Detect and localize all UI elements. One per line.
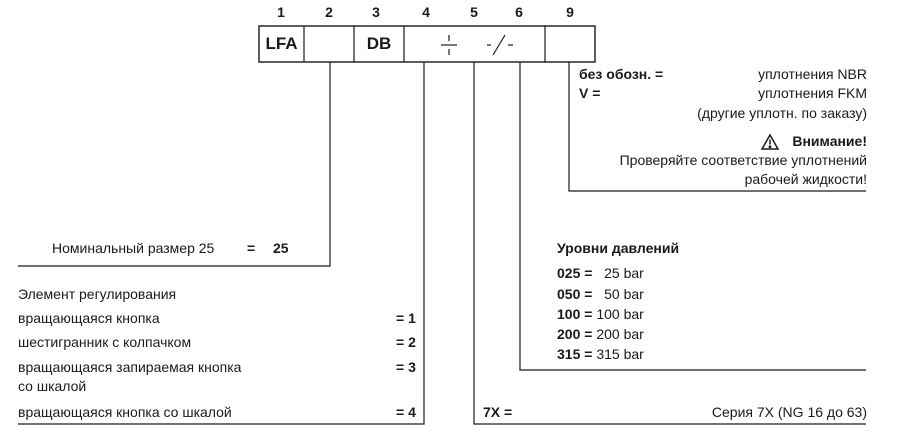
nominal-size-eq: = bbox=[247, 240, 256, 256]
pressure-item: 050 = 50 bar bbox=[557, 286, 644, 302]
seal-none-code: без обозн. = bbox=[579, 66, 664, 82]
pressure-item: 200 = 200 bar bbox=[557, 326, 644, 342]
code-cell-db: DB bbox=[366, 34, 392, 53]
pressure-item: 025 = 25 bar bbox=[557, 265, 644, 281]
seal-v-value: уплотнения FKM bbox=[758, 85, 867, 101]
slash-symbol bbox=[487, 34, 513, 56]
adjustment-code-3: = 3 bbox=[396, 359, 416, 375]
position-number-5: 5 bbox=[470, 4, 478, 20]
position-number-1: 1 bbox=[277, 4, 285, 20]
pressure-item: 100 = 100 bar bbox=[557, 306, 644, 322]
position-number-4: 4 bbox=[422, 4, 430, 20]
pressure-code: 100 bbox=[557, 306, 581, 322]
pressure-title: Уровни давлений bbox=[557, 240, 680, 256]
series-code: 7X = bbox=[483, 404, 513, 420]
adjustment-code-1: = 1 bbox=[396, 310, 416, 326]
leader-pos5 bbox=[473, 62, 866, 425]
leader-pos2 bbox=[18, 62, 331, 267]
adjustment-label-3: вращающаяся запираемая кнопка bbox=[18, 359, 242, 375]
pressure-item: 315 = 315 bar bbox=[557, 346, 644, 362]
code-box bbox=[258, 25, 596, 63]
pressure-value: 200 bar bbox=[596, 326, 644, 342]
leader-pos4 bbox=[18, 62, 425, 425]
leader-pos6 bbox=[519, 62, 866, 371]
position-number-2: 2 bbox=[325, 4, 333, 20]
adjustment-title: Элемент регулирования bbox=[18, 286, 177, 302]
warning-line-1: Проверяйте соответствие уплотнений bbox=[619, 152, 867, 168]
adjustment-label-1: вращающаяся кнопка bbox=[18, 310, 160, 326]
pressure-value: 315 bar bbox=[596, 346, 644, 362]
code-cell-lfa: LFA bbox=[265, 34, 298, 53]
pressure-value: 100 bar bbox=[596, 306, 644, 322]
seal-note: (другие уплотн. по заказу) bbox=[697, 105, 867, 121]
pressure-code: 050 bbox=[557, 286, 581, 302]
warning-icon bbox=[760, 133, 780, 150]
position-number-3: 3 bbox=[372, 4, 380, 20]
nominal-size-value: 25 bbox=[273, 240, 289, 256]
position-number-9: 9 bbox=[566, 4, 574, 20]
leader-pos9 bbox=[568, 62, 866, 192]
separator-symbol bbox=[441, 35, 457, 55]
adjustment-label-4: вращающаяся кнопка со шкалой bbox=[18, 404, 232, 420]
pressure-code: 315 bbox=[557, 346, 581, 362]
pressure-code: 200 bbox=[557, 326, 581, 342]
warning-line-2: рабочей жидкости! bbox=[744, 171, 867, 187]
position-number-6: 6 bbox=[515, 4, 523, 20]
pressure-value: 25 bar bbox=[604, 265, 644, 281]
pressure-code: 025 bbox=[557, 265, 581, 281]
adjustment-code-2: = 2 bbox=[396, 334, 416, 350]
series-value: Серия 7X (NG 16 до 63) bbox=[711, 404, 867, 420]
adjustment-label-2: шестигранник с колпачком bbox=[18, 334, 192, 350]
adjustment-label-3b: со шкалой bbox=[18, 378, 87, 394]
seal-none-value: уплотнения NBR bbox=[758, 66, 867, 82]
warning-title: Внимание! bbox=[792, 133, 867, 149]
nominal-size-label: Номинальный размер 25 bbox=[52, 240, 215, 256]
adjustment-code-4: = 4 bbox=[396, 404, 416, 420]
pressure-value: 50 bar bbox=[604, 286, 644, 302]
seal-v-code: V = bbox=[579, 85, 601, 101]
